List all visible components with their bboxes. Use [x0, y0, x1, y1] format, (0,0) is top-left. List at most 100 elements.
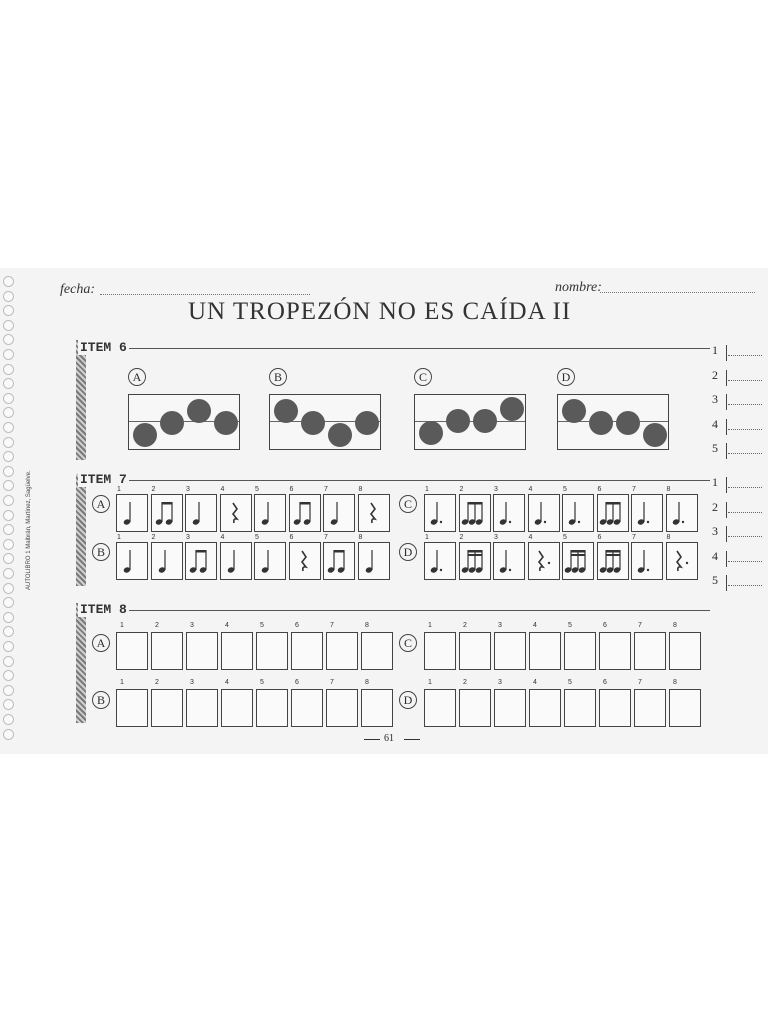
rhythm-cell-q — [357, 542, 390, 580]
box-number: 5 — [260, 679, 264, 686]
rhythm-cell-dq — [562, 494, 594, 532]
binder-hole — [3, 465, 14, 477]
box-number: 8 — [673, 622, 677, 629]
answer-box[interactable] — [361, 689, 393, 727]
melody-note-dot — [214, 411, 238, 435]
rhythm-cell-qr — [288, 542, 321, 580]
staff-line — [415, 421, 525, 422]
box-number: 4 — [533, 679, 537, 686]
answer-box[interactable] — [494, 632, 526, 670]
binder-hole — [3, 655, 14, 667]
answer-box[interactable] — [291, 632, 323, 670]
answer-number: 3 — [712, 392, 718, 406]
item8-option-b: B — [92, 691, 110, 709]
binder-hole — [3, 597, 14, 609]
binder-hole — [3, 684, 14, 696]
answer-box[interactable] — [151, 689, 183, 727]
answer-box[interactable] — [116, 689, 148, 727]
answer-box[interactable] — [564, 632, 596, 670]
box-number: 8 — [673, 679, 677, 686]
staff-line — [129, 421, 239, 422]
staff-line — [270, 421, 380, 422]
answer-box[interactable] — [599, 632, 631, 670]
binder-hole — [3, 349, 14, 360]
answer-box[interactable] — [326, 689, 358, 727]
cell-number: 5 — [255, 534, 259, 541]
item7-rule — [80, 480, 710, 481]
cell-number: 2 — [151, 534, 156, 541]
answer-line-5[interactable]: 5 — [712, 441, 762, 459]
rhythm-cell-ee — [323, 542, 355, 580]
cell-number: 8 — [666, 486, 671, 493]
rhythm-cell-dq — [493, 494, 525, 532]
item7-label: ITEM 7 — [78, 472, 129, 487]
answer-box[interactable] — [186, 632, 218, 670]
answer-box[interactable] — [424, 632, 456, 670]
melody-note-dot — [187, 399, 211, 423]
nombre-field[interactable] — [600, 292, 755, 293]
answer-number: 1 — [712, 343, 718, 357]
answer-line-4[interactable]: 4 — [712, 417, 762, 435]
page-number: 61 — [384, 733, 394, 744]
answer-box[interactable] — [256, 632, 288, 670]
box-number: 2 — [155, 679, 159, 686]
rhythm-cell-eee — [458, 494, 491, 532]
binder-hole — [3, 319, 14, 331]
answer-box[interactable] — [529, 632, 561, 670]
answer-box[interactable] — [599, 689, 631, 727]
answer-box[interactable] — [669, 689, 701, 727]
answer-line-1[interactable]: 1 — [712, 475, 762, 493]
answer-number: 5 — [712, 441, 718, 455]
answer-box[interactable] — [564, 689, 596, 727]
answer-line-3[interactable]: 3 — [712, 392, 762, 410]
answer-box[interactable] — [459, 689, 491, 727]
answer-box[interactable] — [634, 689, 666, 727]
answer-number: 2 — [712, 367, 718, 382]
binder-hole — [3, 451, 14, 463]
binder-hole — [3, 714, 14, 725]
answer-box[interactable] — [634, 632, 666, 670]
melody-note-dot — [616, 411, 640, 435]
rhythm-cell-dq — [493, 542, 525, 580]
answer-box[interactable] — [424, 689, 456, 727]
answer-box[interactable] — [326, 632, 358, 670]
answer-bar — [726, 369, 727, 386]
box-number: 7 — [638, 679, 642, 686]
cell-number: 6 — [597, 534, 602, 541]
answer-box[interactable] — [221, 632, 253, 670]
fecha-field[interactable] — [100, 294, 310, 295]
answer-line-2[interactable]: 2 — [712, 500, 762, 518]
option-d-letter: D — [557, 368, 575, 386]
answer-box[interactable] — [116, 632, 148, 670]
melody-note-dot — [419, 421, 443, 445]
answer-line-2[interactable]: 2 — [712, 367, 762, 386]
box-number: 4 — [533, 622, 537, 629]
binder-hole — [3, 626, 14, 638]
cell-number: 3 — [186, 486, 190, 493]
answer-number: 3 — [712, 524, 718, 538]
item8-hatch — [76, 603, 86, 723]
box-number: 3 — [190, 622, 194, 629]
binder-hole — [3, 436, 14, 448]
answer-box[interactable] — [459, 632, 491, 670]
option-a-letter: A — [128, 368, 146, 386]
answer-box[interactable] — [361, 632, 393, 670]
item6-rule — [80, 348, 710, 349]
binder-hole — [3, 538, 14, 550]
answer-line-5[interactable]: 5 — [712, 573, 762, 591]
cell-number: 3 — [494, 486, 498, 493]
binder-hole — [3, 392, 14, 404]
box-number: 3 — [190, 679, 194, 686]
answer-box[interactable] — [494, 689, 526, 727]
answer-box[interactable] — [291, 689, 323, 727]
answer-box[interactable] — [151, 632, 183, 670]
answer-box[interactable] — [669, 632, 701, 670]
answer-box[interactable] — [186, 689, 218, 727]
rhythm-cell-q — [185, 494, 217, 532]
answer-box[interactable] — [529, 689, 561, 727]
answer-box[interactable] — [221, 689, 253, 727]
answer-line-1[interactable]: 1 — [712, 343, 762, 361]
answer-line-3[interactable]: 3 — [712, 524, 762, 542]
answer-line-4[interactable]: 4 — [712, 549, 762, 567]
answer-box[interactable] — [256, 689, 288, 727]
